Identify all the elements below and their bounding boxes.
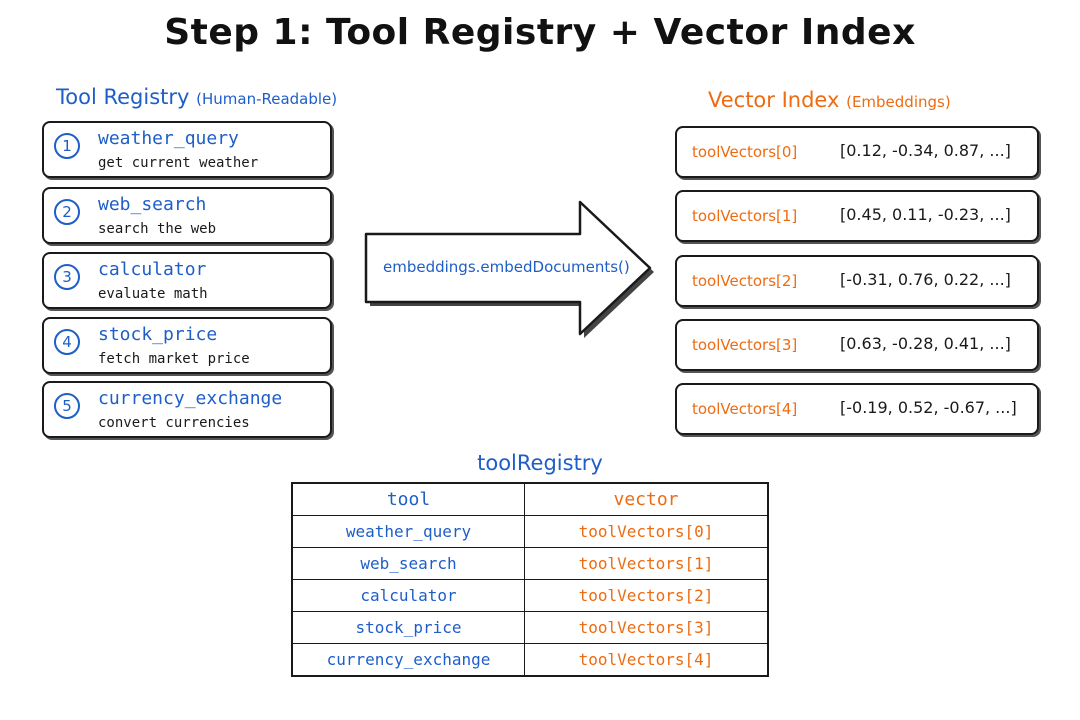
vector-card-0: toolVectors[0] [0.12, -0.34, 0.87, ...] (675, 126, 1039, 178)
embed-arrow (364, 200, 654, 338)
vector-card-1: toolVectors[1] [0.45, 0.11, -0.23, ...] (675, 190, 1039, 242)
tool-card-weather-query: 1 weather_query get current weather (42, 121, 332, 178)
vector-index-title-text: Vector Index (708, 88, 840, 112)
tool-name: weather_query (98, 128, 239, 149)
tool-name: currency_exchange (98, 388, 283, 409)
tool-registry-table: tool vector weather_query toolVectors[0]… (291, 482, 769, 677)
registry-subtitle: (Human-Readable) (196, 90, 338, 108)
tool-description: fetch market price (98, 351, 250, 367)
vector-values: [-0.19, 0.52, -0.67, ...] (840, 398, 1017, 417)
table-cell-tool: web_search (291, 547, 525, 580)
registry-title: Tool Registry (Human-Readable) (56, 85, 337, 109)
table-row: weather_query toolVectors[0] (291, 515, 769, 548)
vector-index-title: Vector Index (Embeddings) (708, 88, 951, 112)
table-cell-vector: toolVectors[1] (524, 547, 769, 580)
table-row: stock_price toolVectors[3] (291, 611, 769, 644)
vector-values: [0.12, -0.34, 0.87, ...] (840, 141, 1011, 160)
table-cell-vector: toolVectors[3] (524, 611, 769, 644)
tool-description: convert currencies (98, 415, 250, 431)
vector-label: toolVectors[3] (692, 336, 798, 354)
table-cell-vector: toolVectors[0] (524, 515, 769, 548)
vector-label: toolVectors[1] (692, 207, 798, 225)
table-cell-vector: toolVectors[2] (524, 579, 769, 612)
table-cell-tool: currency_exchange (291, 643, 525, 677)
tool-number-badge: 3 (54, 264, 80, 290)
embed-arrow-label: embeddings.embedDocuments() (383, 258, 630, 276)
table-cell-tool: weather_query (291, 515, 525, 548)
tool-number-badge: 4 (54, 329, 80, 355)
vector-card-4: toolVectors[4] [-0.19, 0.52, -0.67, ...] (675, 383, 1039, 435)
vector-card-2: toolVectors[2] [-0.31, 0.76, 0.22, ...] (675, 255, 1039, 307)
vector-values: [0.45, 0.11, -0.23, ...] (840, 205, 1011, 224)
vector-card-3: toolVectors[3] [0.63, -0.28, 0.41, ...] (675, 319, 1039, 371)
table-row: web_search toolVectors[1] (291, 547, 769, 580)
vector-label: toolVectors[4] (692, 400, 798, 418)
vector-index-subtitle: (Embeddings) (846, 93, 951, 111)
tool-card-web-search: 2 web_search search the web (42, 187, 332, 244)
tool-name: web_search (98, 194, 207, 215)
tool-description: evaluate math (98, 286, 208, 302)
vector-label: toolVectors[0] (692, 143, 798, 161)
tool-name: stock_price (98, 324, 218, 345)
tool-description: get current weather (98, 155, 259, 171)
registry-title-text: Tool Registry (56, 85, 190, 109)
tool-card-stock-price: 4 stock_price fetch market price (42, 317, 332, 374)
tool-card-calculator: 3 calculator evaluate math (42, 252, 332, 309)
table-header-row: tool vector (291, 482, 769, 516)
vector-label: toolVectors[2] (692, 272, 798, 290)
table-header-vector: vector (524, 482, 769, 516)
vector-values: [-0.31, 0.76, 0.22, ...] (840, 270, 1011, 289)
embed-arrow-shape (364, 200, 652, 336)
table-title: toolRegistry (477, 451, 603, 475)
table-header-tool: tool (291, 482, 525, 516)
table-row: calculator toolVectors[2] (291, 579, 769, 612)
table-row: currency_exchange toolVectors[4] (291, 643, 769, 677)
page-title: Step 1: Tool Registry + Vector Index (164, 12, 916, 53)
tool-number-badge: 5 (54, 393, 80, 419)
vector-values: [0.63, -0.28, 0.41, ...] (840, 334, 1011, 353)
table-cell-tool: calculator (291, 579, 525, 612)
table-cell-tool: stock_price (291, 611, 525, 644)
table-cell-vector: toolVectors[4] (524, 643, 769, 677)
tool-name: calculator (98, 259, 207, 280)
tool-number-badge: 1 (54, 133, 80, 159)
tool-number-badge: 2 (54, 199, 80, 225)
tool-description: search the web (98, 221, 217, 237)
tool-card-currency-exchange: 5 currency_exchange convert currencies (42, 381, 332, 438)
